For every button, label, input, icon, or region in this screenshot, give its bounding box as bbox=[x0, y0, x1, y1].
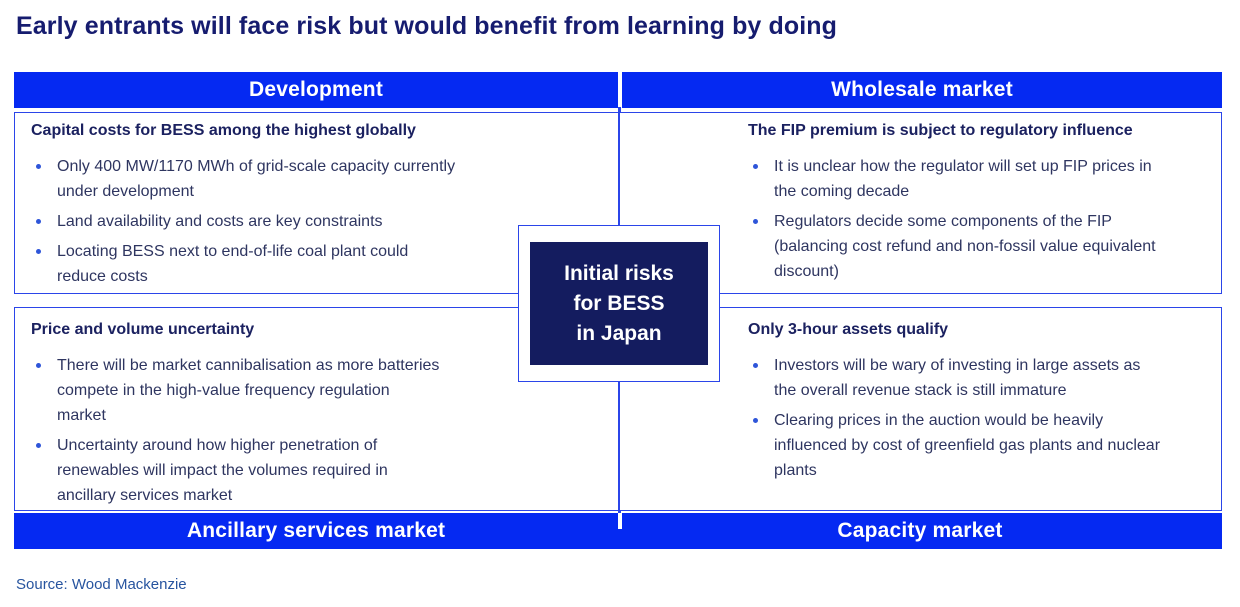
list-item: It is unclear how the regulator will set… bbox=[748, 154, 1211, 204]
bullet-dot-icon bbox=[36, 249, 41, 254]
bullet-text: Locating BESS next to end-of-life coal p… bbox=[57, 243, 409, 285]
list-item: Land availability and costs are key cons… bbox=[31, 209, 604, 234]
bullet-text: It is unclear how the regulator will set… bbox=[774, 158, 1152, 200]
bullet-dot-icon bbox=[36, 443, 41, 448]
bullet-text: Investors will be wary of investing in l… bbox=[774, 357, 1141, 399]
quadrant-ancillary-heading: Price and volume uncertainty bbox=[31, 321, 255, 338]
list-item: Only 400 MW/1170 MWh of grid-scale capac… bbox=[31, 154, 604, 204]
quadrant-development-heading: Capital costs for BESS among the highest… bbox=[31, 122, 416, 139]
bullet-text: Clearing prices in the auction would be … bbox=[774, 412, 1161, 479]
center-box-label: Initial risks for BESS in Japan bbox=[530, 242, 708, 365]
bullet-dot-icon bbox=[36, 363, 41, 368]
band-divider bbox=[618, 72, 622, 108]
quadrant-capacity-heading: Only 3-hour assets qualify bbox=[748, 321, 949, 338]
header-ancillary-services-market: Ancillary services market bbox=[186, 519, 446, 542]
list-item: Regulators decide some components of the… bbox=[748, 209, 1211, 284]
bottom-header-band: Ancillary services market Capacity marke… bbox=[14, 513, 1222, 549]
center-box-frame: Initial risks for BESS in Japan bbox=[518, 225, 720, 382]
list-item: Uncertainty around how higher penetratio… bbox=[31, 433, 604, 508]
header-capacity-market: Capacity market bbox=[837, 519, 1003, 542]
quadrant-wholesale-heading: The FIP premium is subject to regulatory… bbox=[748, 122, 1133, 139]
list-item: Investors will be wary of investing in l… bbox=[748, 353, 1211, 403]
header-wholesale-market: Wholesale market bbox=[622, 72, 1222, 108]
bullet-dot-icon bbox=[753, 363, 758, 368]
bullet-dot-icon bbox=[36, 219, 41, 224]
header-development: Development bbox=[14, 72, 618, 108]
bullet-text: Only 400 MW/1170 MWh of grid-scale capac… bbox=[57, 158, 456, 200]
band-connector-notch bbox=[618, 513, 622, 529]
bullet-text: Land availability and costs are key cons… bbox=[57, 213, 383, 230]
bullet-dot-icon bbox=[753, 164, 758, 169]
slide-title: Early entrants will face risk but would … bbox=[16, 12, 838, 40]
quadrant-ancillary-services: Price and volume uncertainty There will … bbox=[14, 307, 619, 511]
bullet-dot-icon bbox=[753, 418, 758, 423]
bullet-text: Uncertainty around how higher penetratio… bbox=[57, 437, 388, 504]
source-note: Source: Wood Mackenzie bbox=[16, 576, 187, 593]
top-header-band: Development Wholesale market bbox=[14, 72, 1222, 108]
bullet-text: Regulators decide some components of the… bbox=[774, 213, 1156, 280]
bullet-dot-icon bbox=[753, 219, 758, 224]
list-item: There will be market cannibalisation as … bbox=[31, 353, 604, 428]
bullet-text: There will be market cannibalisation as … bbox=[57, 357, 440, 424]
bullet-dot-icon bbox=[36, 164, 41, 169]
list-item: Locating BESS next to end-of-life coal p… bbox=[31, 239, 604, 289]
list-item: Clearing prices in the auction would be … bbox=[748, 408, 1211, 483]
